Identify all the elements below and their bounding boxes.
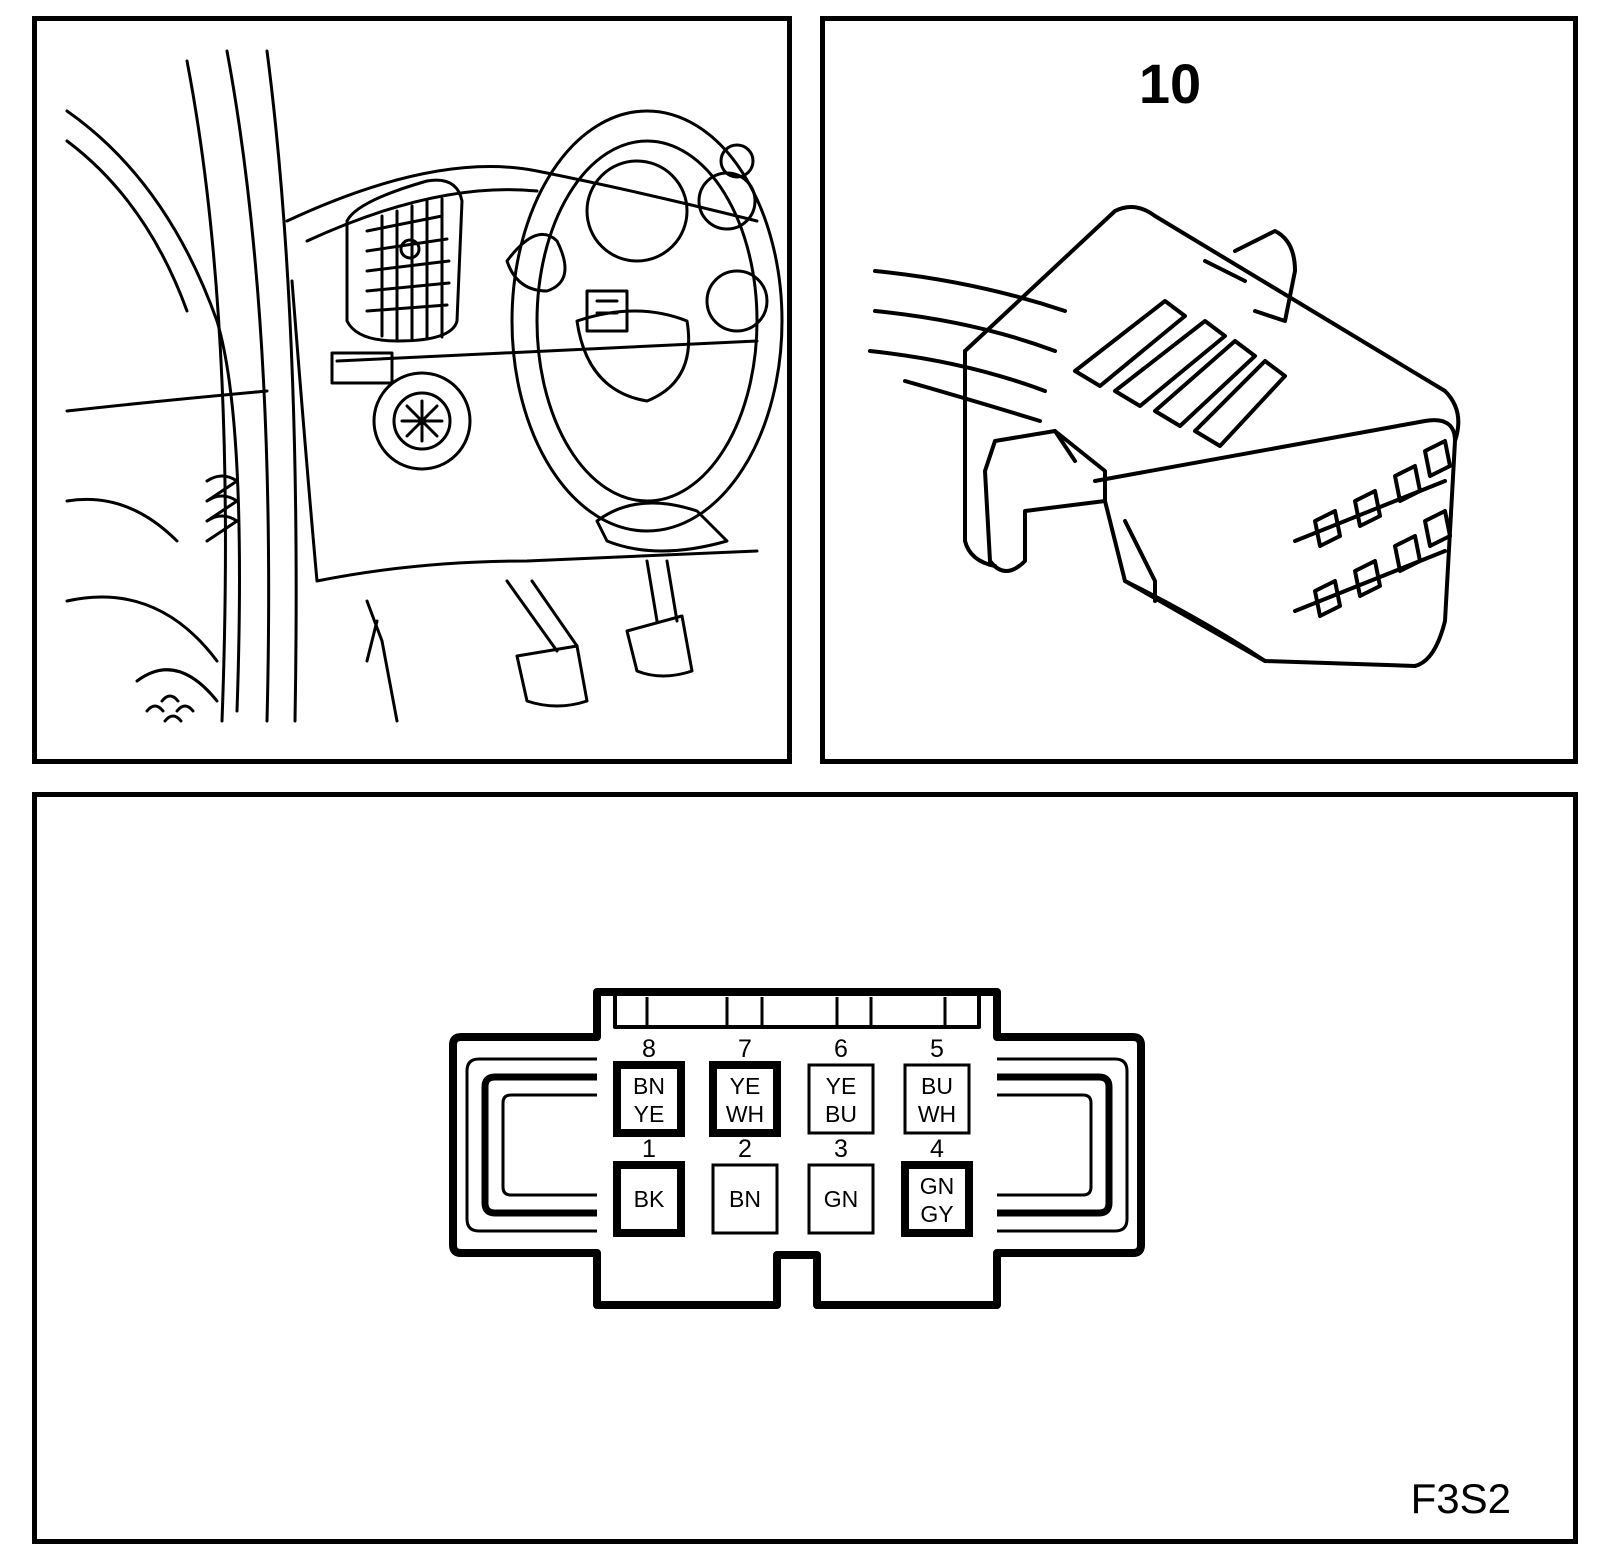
cavity-3	[807, 1163, 875, 1235]
connector-number: 10	[1139, 52, 1201, 115]
pin-number-7: 7	[738, 1035, 752, 1063]
cavity-1	[613, 1161, 685, 1237]
pinout-diagram: 8 7 6 5 1 2 3 4 BN YE YE WH YE BU BU WH …	[449, 988, 1511, 1522]
cavity-5	[903, 1063, 971, 1135]
pin-number-2: 2	[738, 1135, 752, 1163]
wire-color-7a: YE	[730, 1073, 761, 1099]
wire-color-8a: BN	[633, 1073, 665, 1099]
connector-view-panel: 10	[820, 16, 1578, 764]
cavity-4	[901, 1161, 973, 1237]
wire-color-2: BN	[729, 1186, 761, 1212]
pin-number-6: 6	[834, 1035, 848, 1063]
pin-number-1: 1	[642, 1135, 656, 1163]
connector-3d-drawing: 10	[868, 52, 1461, 668]
wire-color-1: BK	[634, 1186, 665, 1212]
pinout-panel: 8 7 6 5 1 2 3 4 BN YE YE WH YE BU BU WH …	[32, 792, 1578, 1544]
wire-color-6a: YE	[826, 1073, 857, 1099]
pin-number-5: 5	[930, 1035, 944, 1063]
cavity-2	[711, 1163, 779, 1235]
wire-color-4a: GN	[920, 1173, 955, 1199]
wire-color-7b: WH	[726, 1101, 764, 1127]
cavity-6	[807, 1063, 875, 1135]
wire-color-6b: BU	[825, 1101, 857, 1127]
wire-color-8b: YE	[634, 1101, 665, 1127]
location-illustration-panel	[32, 16, 792, 764]
dashboard-drawing	[65, 49, 784, 723]
pin-number-8: 8	[642, 1035, 656, 1063]
cavity-7	[709, 1061, 781, 1137]
cavity-8	[613, 1061, 685, 1137]
wire-color-4b: GY	[920, 1201, 953, 1227]
wire-color-5b: WH	[918, 1101, 956, 1127]
connector-code: F3S2	[1411, 1475, 1511, 1522]
wire-color-5a: BU	[921, 1073, 953, 1099]
pin-number-3: 3	[834, 1135, 848, 1163]
pin-number-4: 4	[930, 1135, 944, 1163]
wire-color-3: GN	[824, 1186, 859, 1212]
